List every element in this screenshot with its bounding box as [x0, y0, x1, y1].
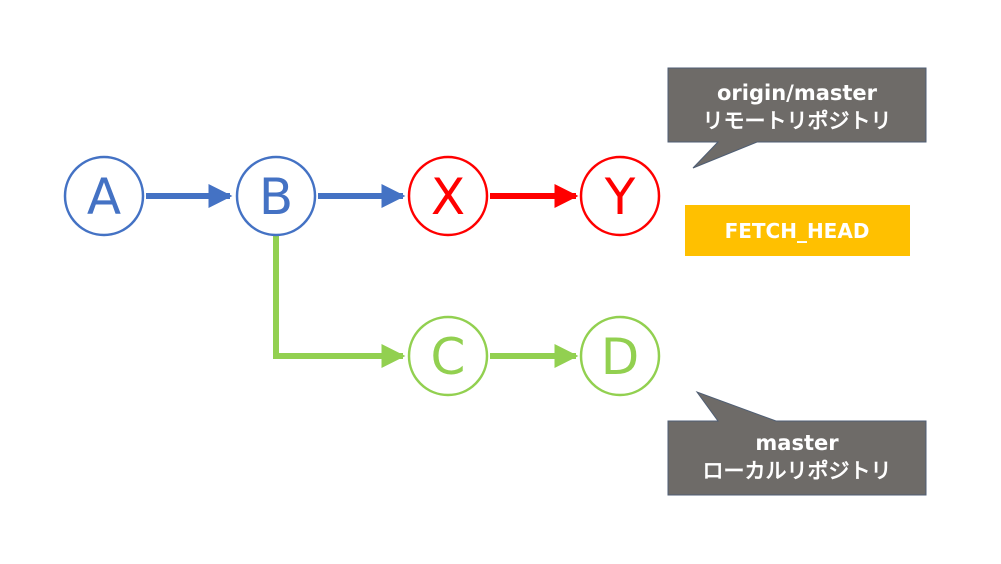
commit-node-d: D: [579, 315, 661, 397]
commit-node-y: Y: [579, 155, 661, 237]
commit-node-x: X: [407, 155, 489, 237]
remote-branch-callout: origin/master リモートリポジトリ: [667, 67, 927, 169]
commit-node-b: B: [235, 155, 317, 237]
commit-label-x: X: [431, 168, 465, 226]
edge-b-c: [273, 236, 406, 368]
commit-node-a: A: [63, 155, 145, 237]
commit-label-d: D: [601, 328, 640, 386]
local-branch-callout: master ローカルリポジトリ: [667, 390, 927, 496]
commit-label-b: B: [259, 168, 293, 226]
local-callout-line2: ローカルリポジトリ: [703, 459, 892, 483]
commit-node-c: C: [407, 315, 489, 397]
commit-label-c: C: [431, 328, 466, 386]
remote-callout-line1: origin/master: [717, 81, 878, 105]
local-callout-line1: master: [755, 431, 839, 455]
fetch-head-label: FETCH_HEAD: [725, 219, 870, 243]
commit-label-a: A: [87, 168, 121, 226]
commit-label-y: Y: [604, 168, 636, 226]
remote-callout-line2: リモートリポジトリ: [703, 109, 892, 133]
fetch-head-badge: FETCH_HEAD: [685, 205, 910, 256]
